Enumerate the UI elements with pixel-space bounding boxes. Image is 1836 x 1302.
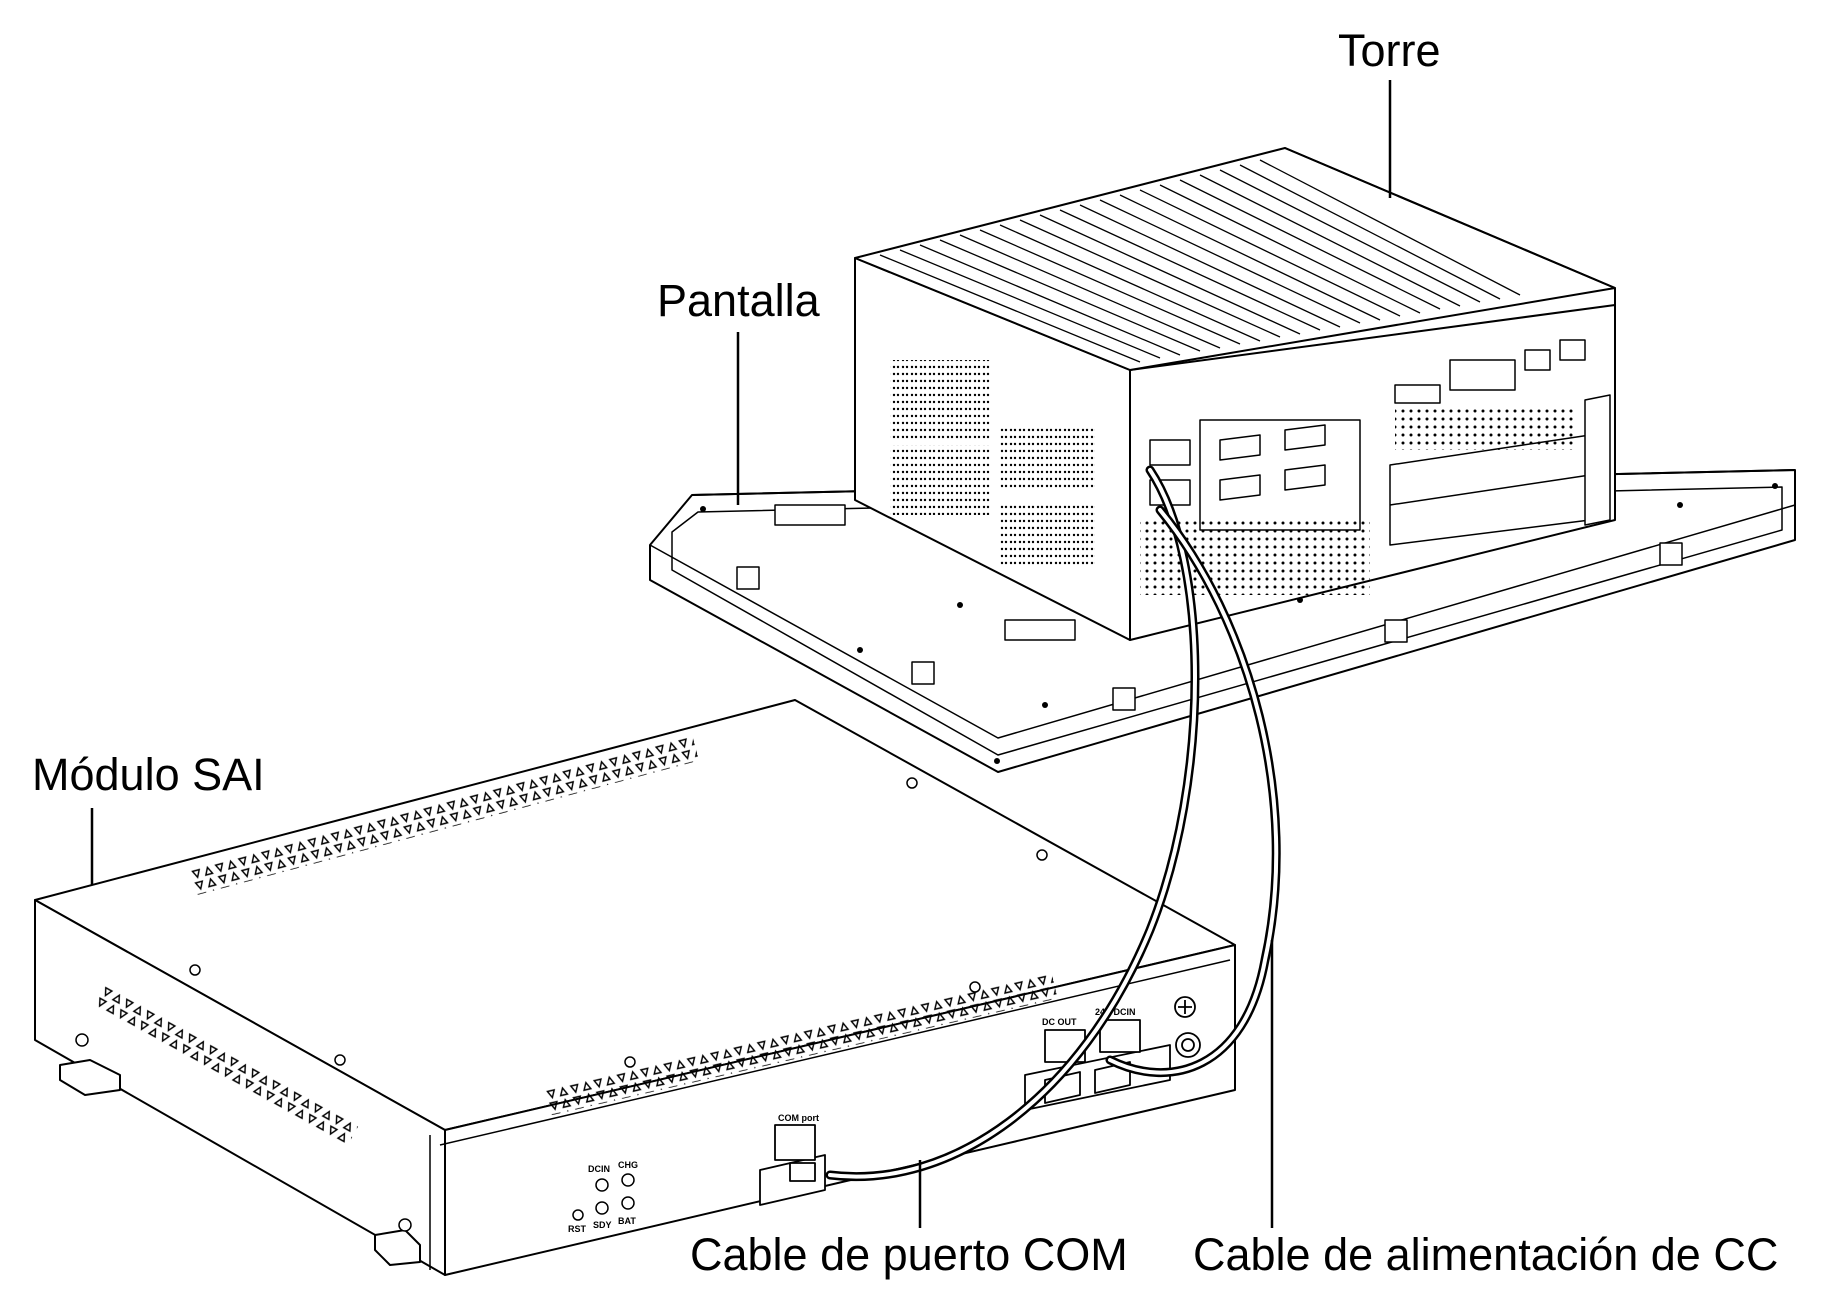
display-label: Pantalla [657,275,820,326]
ups-module [34,699,1236,1276]
panel-pc [649,147,1796,773]
tower-label: Torre [1338,25,1441,76]
dc-out-text: DC OUT [1042,1017,1077,1027]
rst-text: RST [568,1224,587,1234]
sdy-led-text: SDY [593,1220,612,1230]
leader-lines [90,80,1392,1228]
com-cable-label: Cable de puerto COM [690,1229,1128,1280]
chg-led-text: CHG [618,1160,638,1170]
com-port-text: COM port [778,1113,819,1123]
bat-led-text: BAT [618,1216,636,1226]
dcin-led-text: DCIN [588,1164,610,1174]
dc-in-text: 24V DCIN [1095,1007,1136,1017]
dc-power-cable-label: Cable de alimentación de CC [1193,1229,1779,1280]
ups-module-label: Módulo SAI [32,749,265,800]
cables [825,465,1281,1182]
